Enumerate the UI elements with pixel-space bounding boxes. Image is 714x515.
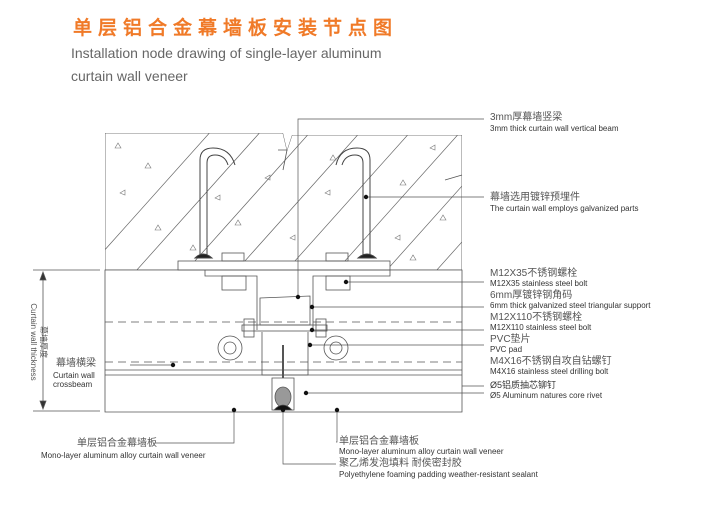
embedded-label: 幕墙选用镀锌预埋件 [490,192,580,203]
vertical-beam-label: 3mm厚幕墙竖梁 [490,112,563,123]
leader-lines [130,118,484,465]
anchor-hooks [193,147,378,259]
rivet-label: Ø5铝质抽芯铆钉 [490,380,557,390]
veneer-left-label: 单层铝合金幕墙板 [77,438,157,449]
curtain-wall-thickness-label: 幕墙厚度 Curtain wall thickness [28,282,48,402]
aggregate-marks [114,142,447,261]
bolt110-label-en: M12X110 stainless steel bolt [490,323,592,332]
drill-label-en: M4X16 stainless steel drilling bolt [490,367,609,376]
bolt110-label: M12X110不锈钢螺栓 [490,312,583,323]
thickness-dimension [33,269,100,412]
sealant-label-en: Polyethylene foaming padding weather-res… [339,470,538,479]
pvc-label-en: PVC pad [490,345,523,354]
vertical-beam [259,295,311,326]
embedded-plate [177,260,391,271]
long-bolt [241,324,328,332]
dimension-en: Curtain wall thickness [29,303,38,381]
bolt35-label-en: M12X35 stainless steel bolt [490,279,588,288]
veneer-left-label-en: Mono-layer aluminum alloy curtain wall v… [41,451,206,460]
dimension-cn: 幕墙厚度 [39,326,48,358]
veneer-right-label-en: Mono-layer aluminum alloy curtain wall v… [339,447,504,456]
support-label: 6mm厚镀锌钢角码 [490,290,573,301]
panel-frame [104,269,463,413]
drill-label: M4X16不锈钢自攻自钻螺钉 [490,356,612,367]
crossbeam-label: 幕墙横梁 [56,358,96,369]
subtitle: curtain wall veneer [71,68,188,84]
sealant-label: 聚乙烯发泡填料 耐侯密封胶 [339,458,462,469]
embedded-label-en: The curtain wall employs galvanized part… [490,204,639,213]
vertical-beam-label-en: 3mm thick curtain wall vertical beam [490,124,619,133]
rivet-label-en: Ø5 Aluminum natures core rivet [490,391,603,400]
subtitle: Installation node drawing of single-laye… [71,45,382,61]
crossbeam-label-en: crossbeam [53,380,93,389]
pvc-label: PVC垫片 [490,334,531,345]
bolt35-label: M12X35不锈钢螺栓 [490,268,578,279]
page-title: 单层铝合金幕墙板安装节点图 [73,18,399,39]
crossbeam-label-en: Curtain wall [53,371,95,380]
veneer-right-label: 单层铝合金幕墙板 [339,436,419,447]
support-label-en: 6mm thick galvanized steel triangular su… [490,301,651,310]
